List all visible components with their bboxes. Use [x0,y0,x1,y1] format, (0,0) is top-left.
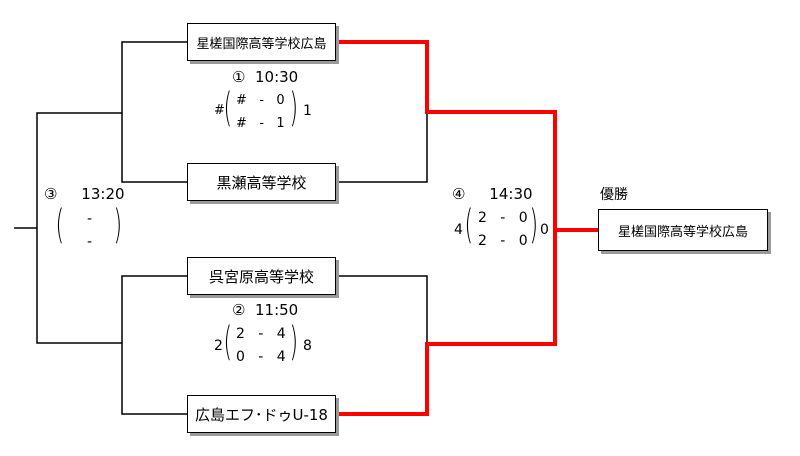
match-3-header: ③ 13:20 [44,185,125,203]
match-4-row-2: 2 - 0 [478,233,528,249]
champion-box: 星槎国際高等学校広島 [598,209,768,251]
match-4-header: ④ 14:30 [452,185,533,203]
bracket-line-m1 [121,41,187,183]
bracket-line-m2 [121,275,187,415]
match-3-open-paren: ( [55,202,65,248]
match-2-open-paren: ( [223,319,233,365]
match-1-header: ① 10:30 [232,68,299,86]
match-1-left-total: # [214,103,225,118]
match-2-row-2: 0 - 4 [236,349,286,365]
match-2-header: ② 11:50 [232,301,299,319]
champion-label: 優勝 [600,187,628,203]
team-box-t1: 星槎国際高等学校広島 [187,23,336,61]
match-1-right-total: 1 [303,103,312,119]
match-2-close-paren: ) [289,319,299,365]
match-4-right-total: 0 [540,222,549,238]
match-4-left-total: 4 [454,222,463,238]
bracket-line-t3-out [336,275,428,344]
team-box-t3: 呉宮原高等学校 [187,257,336,295]
match-2-right-total: 8 [303,338,312,354]
winner-line-t1 [336,40,598,232]
match-1-close-paren: ) [289,85,299,131]
match-4-row-1: 2 - 0 [478,210,528,226]
team-box-t4: 広島エフ･ドゥU-18 [187,395,336,433]
match-2-row-1: 2 - 4 [236,326,286,342]
match-1-open-paren: ( [223,85,233,131]
team-name: 呉宮原高等学校 [208,267,314,286]
match-1-row-1: # - 0 [236,93,285,108]
match-2-left-total: 2 [214,338,223,354]
team-name: 星槎国際高等学校広島 [196,36,327,52]
match-3-close-paren: ) [113,202,123,248]
match-4-close-paren: ) [529,202,539,248]
winner-line-t4 [336,230,557,416]
match-1-row-2: # - 1 [236,116,285,131]
team-name: 黒瀬高等学校 [216,173,307,192]
match-3-row-1: - [87,211,93,227]
match-3-row-2: - [87,234,93,250]
bracket-line-m3 [36,112,122,344]
bracket-line-t2-out [336,112,428,183]
team-box-t2: 黒瀬高等学校 [187,163,336,201]
champion-team: 星槎国際高等学校広島 [617,224,748,240]
team-name: 広島エフ･ドゥU-18 [195,405,328,424]
match-4-open-paren: ( [464,202,474,248]
